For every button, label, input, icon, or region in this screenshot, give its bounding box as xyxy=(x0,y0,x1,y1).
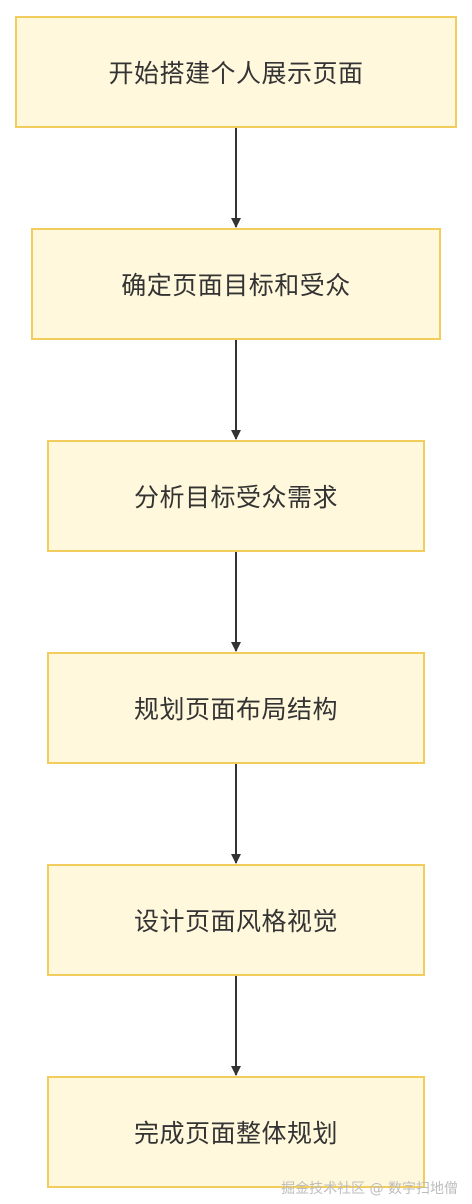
node-plan-layout-structure: 规划页面布局结构 xyxy=(47,652,425,764)
node-complete-page-plan: 完成页面整体规划 xyxy=(47,1076,425,1188)
node-label: 确定页面目标和受众 xyxy=(121,271,351,300)
node-analyze-audience-needs: 分析目标受众需求 xyxy=(47,440,425,552)
node-label: 规划页面布局结构 xyxy=(133,695,338,724)
node-define-goals-audience: 确定页面目标和受众 xyxy=(31,228,441,340)
node-label: 设计页面风格视觉 xyxy=(133,907,338,936)
node-start-building-page: 开始搭建个人展示页面 xyxy=(15,16,457,128)
node-design-style-visual: 设计页面风格视觉 xyxy=(47,864,425,976)
node-label: 分析目标受众需求 xyxy=(133,483,338,512)
node-label: 完成页面整体规划 xyxy=(133,1119,338,1148)
watermark: 掘金技术社区 @ 数字扫地僧 xyxy=(281,1181,458,1197)
node-label: 开始搭建个人展示页面 xyxy=(108,59,364,88)
